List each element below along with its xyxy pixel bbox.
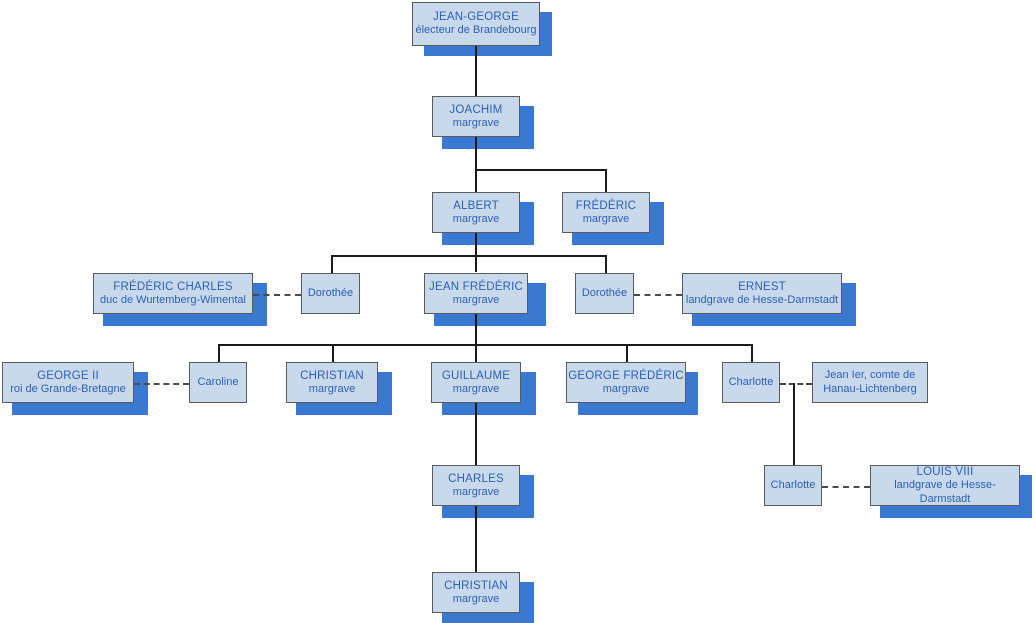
node-jean-george[interactable]: JEAN-GEORGE électeur de Brandebourg — [412, 2, 540, 46]
node-title: margrave — [582, 212, 630, 225]
connector-jean-frederic-bus — [218, 344, 751, 346]
node-title: margrave — [452, 592, 500, 605]
connector-joachim-to-frederic — [605, 169, 607, 192]
node-name: Charlotte — [770, 478, 816, 491]
node-louis-viii[interactable]: LOUIS VIII landgrave de Hesse-Darmstadt — [870, 465, 1020, 506]
node-title: Hanau-Lichtenberg — [823, 382, 917, 395]
node-charles[interactable]: CHARLES margrave — [432, 465, 520, 506]
node-jean-ier[interactable]: Jean Ier, comte de Hanau-Lichtenberg — [812, 362, 928, 403]
node-caroline[interactable]: Caroline — [189, 362, 247, 403]
node-george-ii[interactable]: GEORGE II roi de Grande-Bretagne — [2, 362, 134, 403]
connector-joachim-stem — [475, 137, 477, 192]
node-name: ERNEST — [738, 280, 786, 293]
node-name: FRÉDÉRIC CHARLES — [113, 280, 233, 293]
node-christian-2[interactable]: CHRISTIAN margrave — [432, 572, 520, 613]
node-title: duc de Wurtemberg-Wimental — [100, 293, 246, 306]
node-name: GUILLAUME — [441, 369, 511, 382]
connector-jean-george-to-joachim — [475, 46, 477, 96]
connector-to-charlotte-1 — [751, 344, 753, 362]
node-name: JEAN-GEORGE — [433, 11, 519, 24]
node-frederic-charles[interactable]: FRÉDÉRIC CHARLES duc de Wurtemberg-Wimen… — [93, 273, 253, 314]
node-guillaume[interactable]: GUILLAUME margrave — [431, 362, 521, 403]
node-name: FRÉDÉRIC — [575, 199, 637, 212]
node-joachim[interactable]: JOACHIM margrave — [432, 96, 520, 137]
node-title: margrave — [452, 382, 500, 395]
node-name: JOACHIM — [449, 103, 503, 116]
node-name: CHRISTIAN — [300, 369, 364, 382]
connector-to-caroline — [218, 344, 220, 362]
node-title: margrave — [452, 116, 500, 129]
node-name: Charlotte — [728, 375, 774, 388]
node-title: électeur de Brandebourg — [415, 24, 537, 37]
connector-joachim-bus — [476, 169, 607, 171]
node-name: JEAN FRÉDÉRIC — [429, 280, 523, 293]
node-title: margrave — [452, 293, 500, 306]
node-name: GEORGE FRÉDÉRIC — [568, 369, 684, 382]
node-charlotte-2[interactable]: Charlotte — [764, 465, 822, 506]
marriage-line-charlotte-louis-viii — [822, 486, 870, 488]
marriage-line-frederic-charles-dorothee — [253, 294, 301, 296]
node-jean-frederic[interactable]: JEAN FRÉDÉRIC margrave — [424, 273, 528, 314]
node-albert[interactable]: ALBERT margrave — [432, 192, 520, 233]
node-dorothee-2[interactable]: Dorothée — [575, 273, 634, 314]
node-christian-1[interactable]: CHRISTIAN margrave — [286, 362, 378, 403]
marriage-line-charlotte-jean-ier — [780, 383, 812, 385]
connector-guillaume-to-charles — [475, 403, 477, 465]
marriage-line-dorothee-ernest — [634, 294, 682, 296]
node-name: LOUIS VIII — [916, 466, 974, 479]
node-name: Caroline — [197, 375, 239, 388]
connector-jean-frederic-stem — [475, 314, 477, 362]
node-title: margrave — [308, 382, 356, 395]
connector-to-george-frederic — [626, 344, 628, 362]
node-title: margrave — [602, 382, 650, 395]
node-name: GEORGE II — [37, 369, 99, 382]
node-george-frederic[interactable]: GEORGE FRÉDÉRIC margrave — [566, 362, 686, 403]
node-name: Jean Ier, comte de — [824, 369, 916, 382]
node-name: ALBERT — [453, 199, 499, 212]
node-ernest[interactable]: ERNEST landgrave de Hesse-Darmstadt — [682, 273, 842, 314]
node-dorothee-1[interactable]: Dorothée — [301, 273, 360, 314]
connector-albert-to-dorothee-1 — [331, 255, 333, 273]
node-name: Dorothée — [581, 286, 628, 299]
marriage-line-george-ii-caroline — [134, 383, 189, 385]
node-name: Dorothée — [307, 286, 354, 299]
connector-to-christian-1 — [332, 344, 334, 362]
node-title: landgrave de Hesse-Darmstadt — [894, 479, 996, 505]
node-name: CHARLES — [448, 472, 504, 485]
connector-albert-bus — [331, 255, 606, 257]
node-name: CHRISTIAN — [444, 579, 508, 592]
node-charlotte-1[interactable]: Charlotte — [722, 362, 780, 403]
node-title: margrave — [452, 485, 500, 498]
connector-charlotte-to-charlotte-2 — [793, 383, 795, 466]
connector-charles-to-christian-2 — [475, 506, 477, 572]
connector-albert-stem — [475, 233, 477, 272]
node-title: margrave — [452, 212, 500, 225]
node-title: roi de Grande-Bretagne — [10, 382, 126, 395]
node-title: landgrave de Hesse-Darmstadt — [685, 293, 839, 306]
connector-albert-to-dorothee-2 — [605, 255, 607, 273]
node-frederic[interactable]: FRÉDÉRIC margrave — [562, 192, 650, 233]
